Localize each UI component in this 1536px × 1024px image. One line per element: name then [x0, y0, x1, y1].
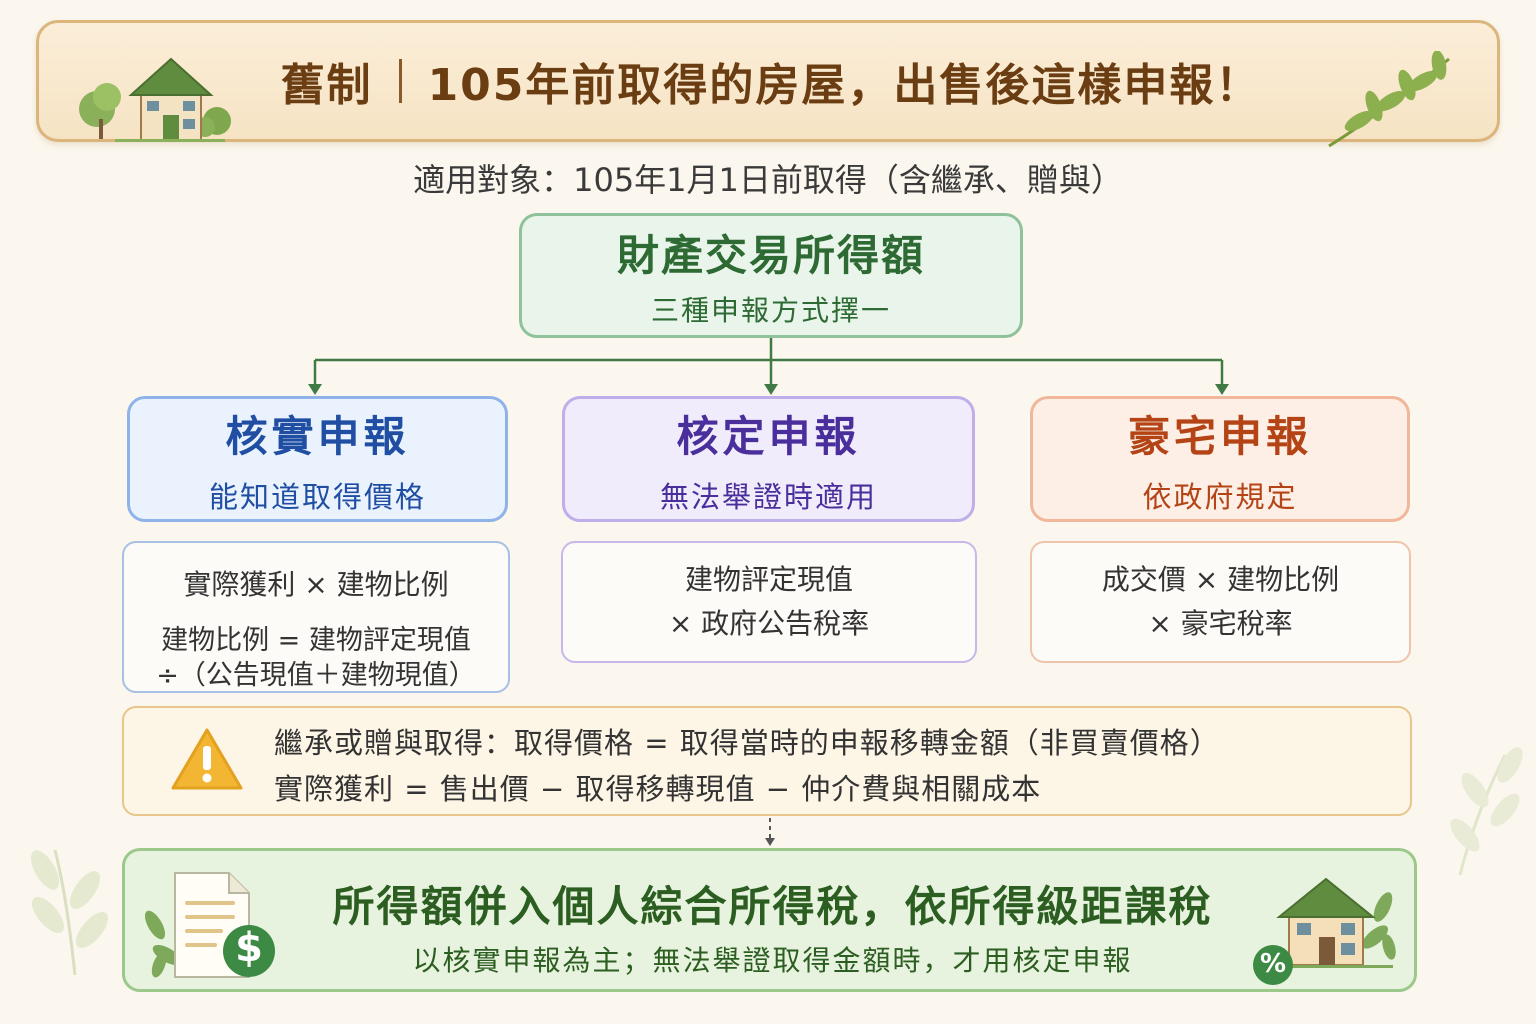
arrowhead-1 — [308, 384, 322, 395]
formula-line: × 豪宅稅率 — [1148, 607, 1293, 640]
method-subtitle: 依政府規定 — [1142, 479, 1298, 514]
method-title: 核實申報 — [225, 411, 410, 461]
formula-line: ÷（公告現值＋建物現值） — [156, 660, 476, 691]
house-icon — [79, 57, 231, 142]
percent-symbol: % — [1259, 949, 1287, 979]
formula-line: 建物評定現值 — [684, 563, 853, 596]
method-luxury-report: 豪宅申報 依政府規定 — [1030, 396, 1410, 522]
summary-title: 所得額併入個人綜合所得稅，依所得級距課稅 — [332, 882, 1213, 931]
root-node: 財產交易所得額 三種申報方式擇一 — [519, 213, 1023, 338]
root-subtitle: 三種申報方式擇一 — [650, 294, 891, 327]
document-icon — [144, 872, 275, 978]
method-assessed-report: 核定申報 無法舉證時適用 — [562, 396, 975, 522]
note-box: 繼承或贈與取得：取得價格 = 取得當時的申報移轉金額（非買賣價格） 實際獲利 =… — [122, 706, 1412, 816]
percent-badge-icon — [1253, 945, 1293, 985]
method-title: 豪宅申報 — [1127, 411, 1312, 461]
note-line: 實際獲利 = 售出價 − 取得移轉現值 − 仲介費與相關成本 — [274, 772, 1042, 806]
method-subtitle: 能知道取得價格 — [208, 479, 426, 514]
formula-line: 成交價 × 建物比例 — [1101, 563, 1340, 596]
method-title: 核定申報 — [676, 411, 861, 461]
decorative-leaves-right-icon — [1450, 747, 1523, 876]
root-title: 財產交易所得額 — [616, 231, 925, 280]
formula-luxury: 成交價 × 建物比例 × 豪宅稅率 — [1030, 541, 1411, 663]
leaf-branch-icon — [1328, 51, 1450, 148]
arrowhead-3 — [1215, 384, 1229, 395]
note-line: 繼承或贈與取得：取得價格 = 取得當時的申報移轉金額（非買賣價格） — [274, 726, 1220, 760]
formula-numerator: 實際獲利 × 建物比例 — [183, 568, 449, 601]
formula-line: 建物比例 = 建物評定現值 — [161, 625, 471, 656]
summary-subtitle: 以核實申報為主；無法舉證取得金額時，才用核定申報 — [412, 944, 1133, 977]
title-separator — [398, 59, 402, 103]
dollar-symbol: $ — [235, 925, 263, 971]
dollar-coin-icon — [223, 925, 275, 977]
applicable-target-subtitle: 適用對象：105年1月1日前取得（含繼承、贈與） — [413, 161, 1123, 199]
formula-actual: 實際獲利 × 建物比例 建物比例 = 建物評定現值 ÷（公告現值＋建物現值） — [122, 541, 510, 693]
warning-icon — [171, 728, 243, 790]
note-text: 繼承或贈與取得：取得價格 = 取得當時的申報移轉金額（非買賣價格） 實際獲利 =… — [274, 720, 1220, 812]
formula-line: × 政府公告稅率 — [668, 607, 870, 640]
method-actual-report: 核實申報 能知道取得價格 — [127, 396, 508, 522]
summary-box: $ 所得額併入個人綜合所得稅，依所得級距課稅 以核實申報為主；無法舉證取得金額時… — [122, 848, 1417, 992]
decorative-leaves-left-icon — [31, 849, 109, 976]
method-subtitle: 無法舉證時適用 — [659, 479, 877, 514]
banner-title-left: 舊制 — [280, 60, 373, 111]
arrowhead-2 — [764, 384, 778, 395]
dashed-arrowhead — [765, 838, 775, 846]
formula-assessed: 建物評定現值 × 政府公告稅率 — [561, 541, 977, 663]
header-banner: 舊制 105年前取得的房屋，出售後這樣申報！ — [36, 20, 1503, 148]
banner-title-right: 105年前取得的房屋，出售後這樣申報！ — [427, 60, 1262, 111]
banner-title: 舊制 105年前取得的房屋，出售後這樣申報！ — [39, 23, 1503, 139]
house-icon — [1253, 877, 1396, 985]
